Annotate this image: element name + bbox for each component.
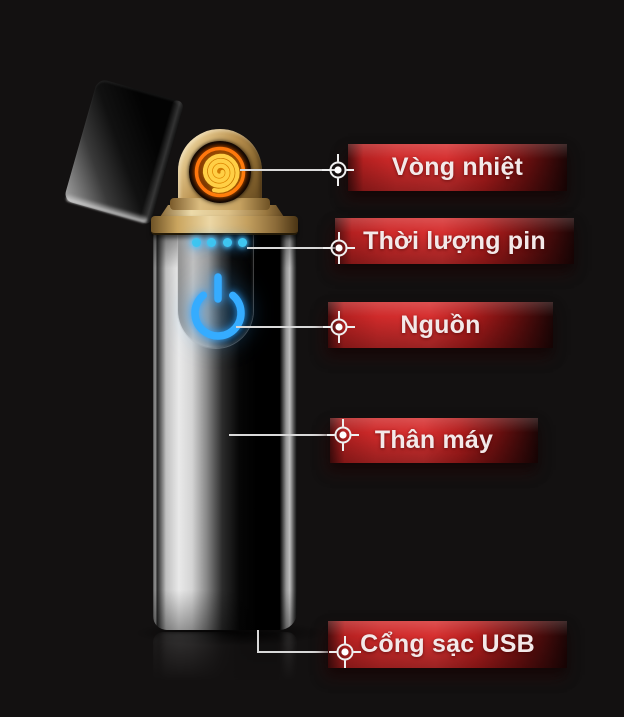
callout-line-power: [236, 326, 339, 328]
heating-coil-window: [189, 141, 251, 203]
lighter-lid: [63, 78, 185, 225]
battery-led-dot: [207, 238, 216, 247]
callout-banner-usb-port: Cổng sạc USB: [328, 621, 567, 668]
battery-led-dot: [223, 238, 232, 247]
target-marker-icon: [329, 636, 361, 668]
callout-banner-power: Nguồn: [328, 302, 553, 348]
callout-line-usb-vertical: [257, 630, 259, 653]
target-marker-icon: [322, 154, 354, 186]
callout-banner-heating-ring: Vòng nhiệt: [348, 144, 567, 191]
callout-line-battery: [247, 247, 339, 249]
callout-label: Thân máy: [374, 426, 494, 454]
battery-led-dot: [192, 238, 201, 247]
battery-led-dot: [238, 238, 247, 247]
callout-banner-battery-life: Thời lượng pin: [335, 218, 574, 264]
callout-line-heating-ring: [240, 169, 338, 171]
callout-line-body: [229, 434, 343, 436]
target-marker-icon: [327, 419, 359, 451]
heating-coil-icon: [194, 146, 246, 198]
gold-collar: [151, 216, 298, 235]
callout-label: Thời lượng pin: [363, 226, 546, 255]
body-reflection: [153, 632, 297, 690]
callout-label: Nguồn: [400, 310, 481, 339]
callout-banner-body: Thân máy: [330, 418, 538, 463]
target-marker-icon: [323, 232, 355, 264]
power-icon: [191, 273, 245, 340]
callout-label: Vòng nhiệt: [391, 153, 524, 181]
callout-label: Cổng sạc USB: [360, 630, 535, 658]
target-marker-icon: [323, 311, 355, 343]
callout-line-usb: [258, 651, 345, 653]
